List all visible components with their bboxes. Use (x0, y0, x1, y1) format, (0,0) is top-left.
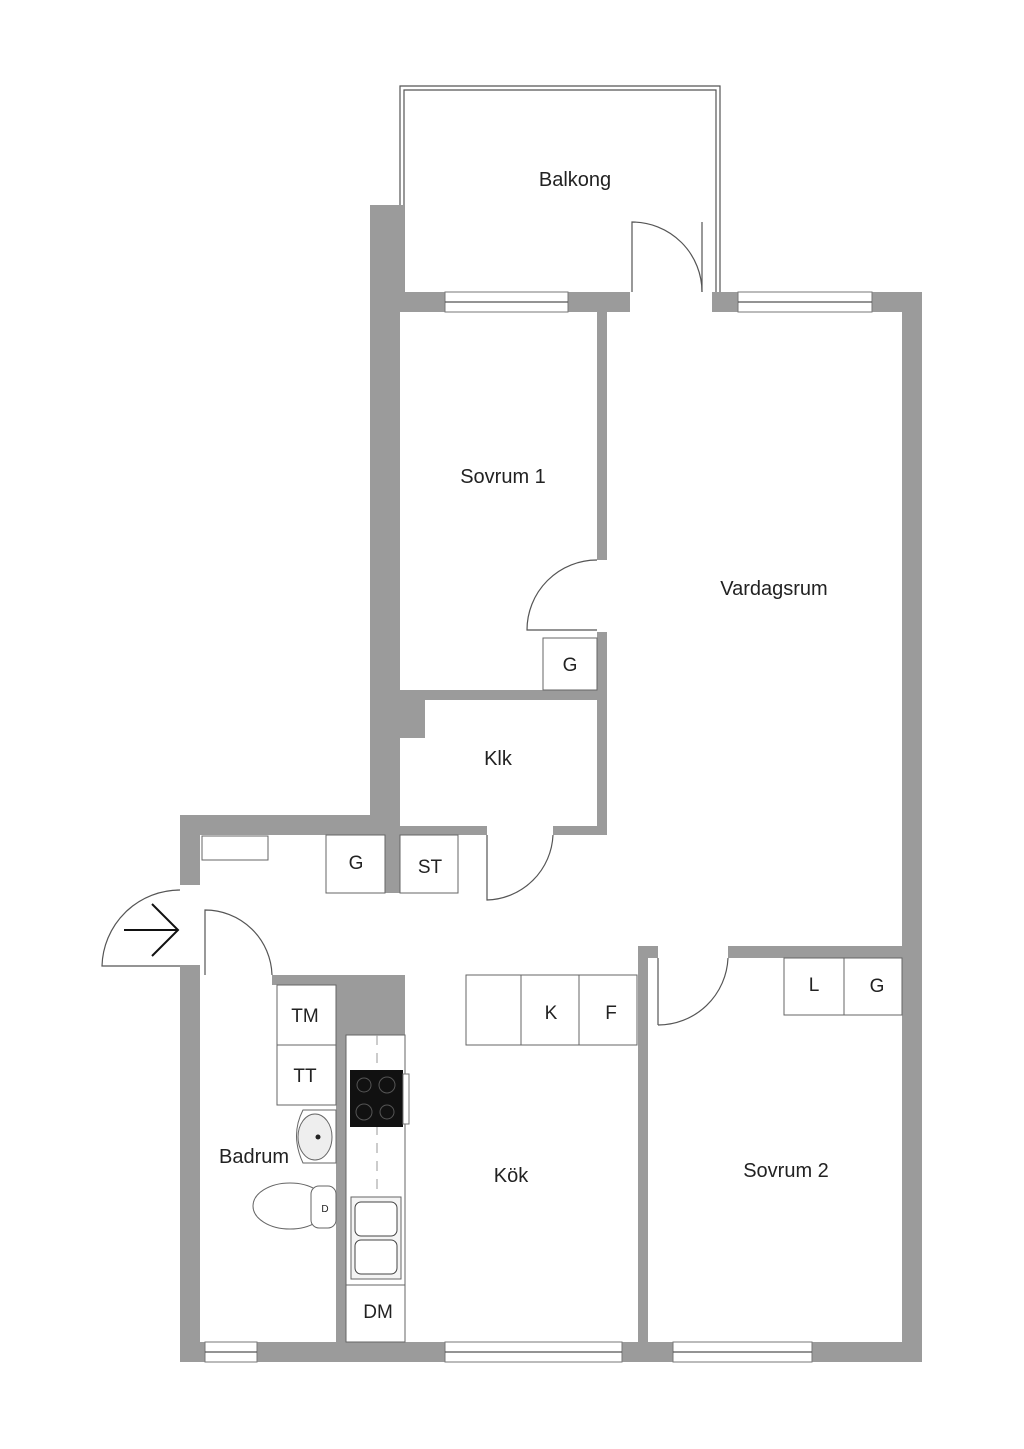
wardrobe-label: G (349, 853, 364, 874)
toilet-label: D (321, 1204, 328, 1215)
fridge (520, 974, 580, 1046)
wardrobe-label: G (870, 976, 885, 997)
entrance-arrow-icon (124, 903, 180, 957)
balcony (399, 85, 721, 292)
storage-cabinet (399, 834, 459, 894)
doors (101, 221, 729, 1026)
stove-icon (350, 1070, 403, 1127)
room-label-kok: Kök (494, 1165, 529, 1187)
room-label-sovrum1: Sovrum 1 (460, 466, 546, 488)
room-label-badrum: Badrum (219, 1146, 289, 1168)
room-label-sovrum2: Sovrum 2 (743, 1160, 829, 1182)
wardrobe-hall (325, 834, 386, 894)
fridge-label: K (545, 1003, 558, 1024)
washing-machine-label: TM (291, 1006, 318, 1027)
tumble-dryer (276, 1044, 337, 1106)
dishwasher (345, 1284, 406, 1343)
freezer (578, 974, 638, 1046)
storage-label: ST (418, 857, 443, 878)
windows (204, 291, 873, 1363)
wardrobe-label: G (563, 655, 578, 676)
wardrobe-sovrum2 (843, 957, 903, 1016)
tumble-dryer-label: TT (293, 1066, 317, 1087)
wardrobe-sovrum1 (542, 637, 598, 691)
room-label-balkong: Balkong (539, 169, 611, 191)
dishwasher-label: DM (363, 1302, 393, 1323)
hall-shelf (201, 835, 269, 861)
fixtures: G G ST TM TT D DM K F L G (201, 637, 903, 1343)
linen-closet (783, 957, 845, 1016)
room-label-vardagsrum: Vardagsrum (720, 578, 827, 600)
linen-closet-label: L (809, 975, 820, 996)
room-label-klk: Klk (484, 748, 513, 770)
kitchen-cabinet (465, 974, 522, 1046)
room-labels: Balkong Sovrum 1 Vardagsrum Klk Badrum K… (219, 169, 829, 1187)
freezer-label: F (605, 1003, 617, 1024)
